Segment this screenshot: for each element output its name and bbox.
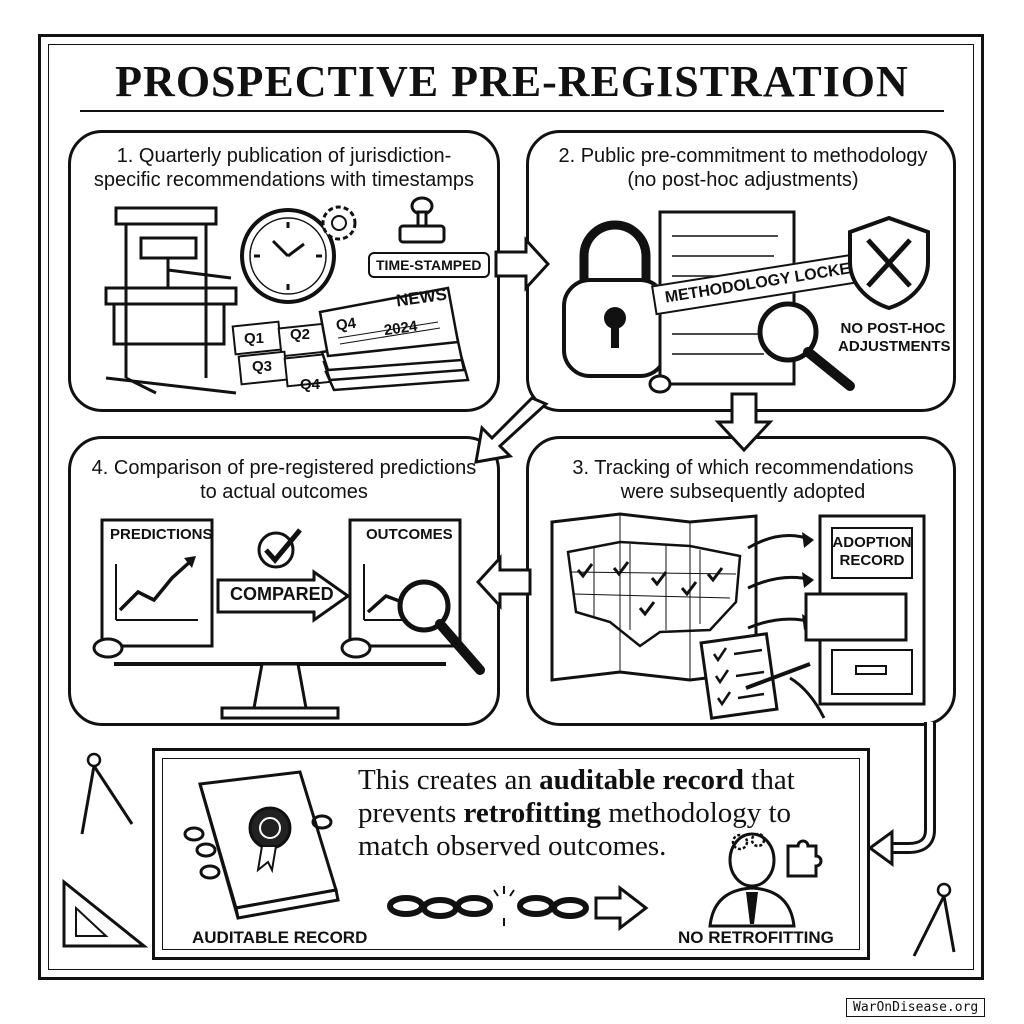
summary-statement: This creates an auditable record that pr… xyxy=(358,764,795,862)
arrow-step3-to-step4 xyxy=(475,554,532,610)
predictions-label: PREDICTIONS xyxy=(110,526,213,543)
step-1-title: 1. Quarterly publication of jurisdiction… xyxy=(93,145,475,191)
thinking-person-icon xyxy=(708,832,823,928)
newspaper-stack-icon xyxy=(318,286,470,392)
broken-chain-icon xyxy=(387,884,649,932)
inner-frame xyxy=(48,44,974,970)
title-underline xyxy=(80,110,944,112)
shield-icon xyxy=(848,215,930,311)
no-retrofitting-caption: NO RETROFITTING xyxy=(678,928,834,947)
quarter-q4: Q4 xyxy=(300,376,321,393)
compared-arrow xyxy=(216,569,351,623)
checkmark-icon xyxy=(257,528,302,569)
summary-frame xyxy=(152,748,870,960)
checklist-hand-icon xyxy=(699,632,826,720)
adoption-record-label: ADOPTION RECORD xyxy=(832,534,912,569)
balance-scale-icon xyxy=(114,662,446,720)
clock-icon xyxy=(240,208,336,304)
arrow-step2-to-step4 xyxy=(474,396,549,464)
no-post-hoc-caption: NO POST-HOC ADJUSTMENTS xyxy=(838,320,951,355)
step-4-title: 4. Comparison of pre-registered predicti… xyxy=(91,457,477,503)
source-watermark: WarOnDisease.org xyxy=(846,998,986,1017)
printing-press-icon xyxy=(104,206,238,395)
gear-icon xyxy=(321,205,357,241)
page-title: PROSPECTIVE PRE-REGISTRATION xyxy=(115,57,909,106)
newspaper-quarter: Q4 xyxy=(334,314,358,335)
auditable-record-caption: AUDITABLE RECORD xyxy=(192,928,368,947)
quarter-q3: Q3 xyxy=(252,358,273,375)
arrow-to-summary xyxy=(867,722,936,867)
step-3-title: 3. Tracking of which recommendations wer… xyxy=(572,457,914,503)
outcomes-scroll-icon xyxy=(340,518,485,675)
time-stamped-label: TIME-STAMPED xyxy=(368,252,490,278)
rubber-stamp-icon xyxy=(398,196,446,244)
quarter-q2: Q2 xyxy=(290,326,311,343)
arrow-step2-to-step3 xyxy=(714,392,774,453)
magnifying-glass-icon xyxy=(757,301,855,391)
summary-inner-frame xyxy=(162,758,860,950)
step-2-title: 2. Public pre-commitment to methodology … xyxy=(558,145,928,191)
quarters-papers-icon xyxy=(231,320,335,388)
filing-cabinet-icon xyxy=(804,514,926,706)
quarter-q1: Q1 xyxy=(244,330,265,347)
compared-label: COMPARED xyxy=(230,584,334,604)
arrow-step1-to-step2 xyxy=(494,236,551,292)
compass-icon xyxy=(80,752,134,835)
outcomes-label: OUTCOMES xyxy=(366,526,453,543)
sealed-book-icon xyxy=(183,770,340,920)
outer-frame xyxy=(38,34,984,980)
right-compass-icon xyxy=(912,882,956,957)
predictions-scroll-icon xyxy=(92,518,214,659)
set-square-icon xyxy=(62,878,149,948)
